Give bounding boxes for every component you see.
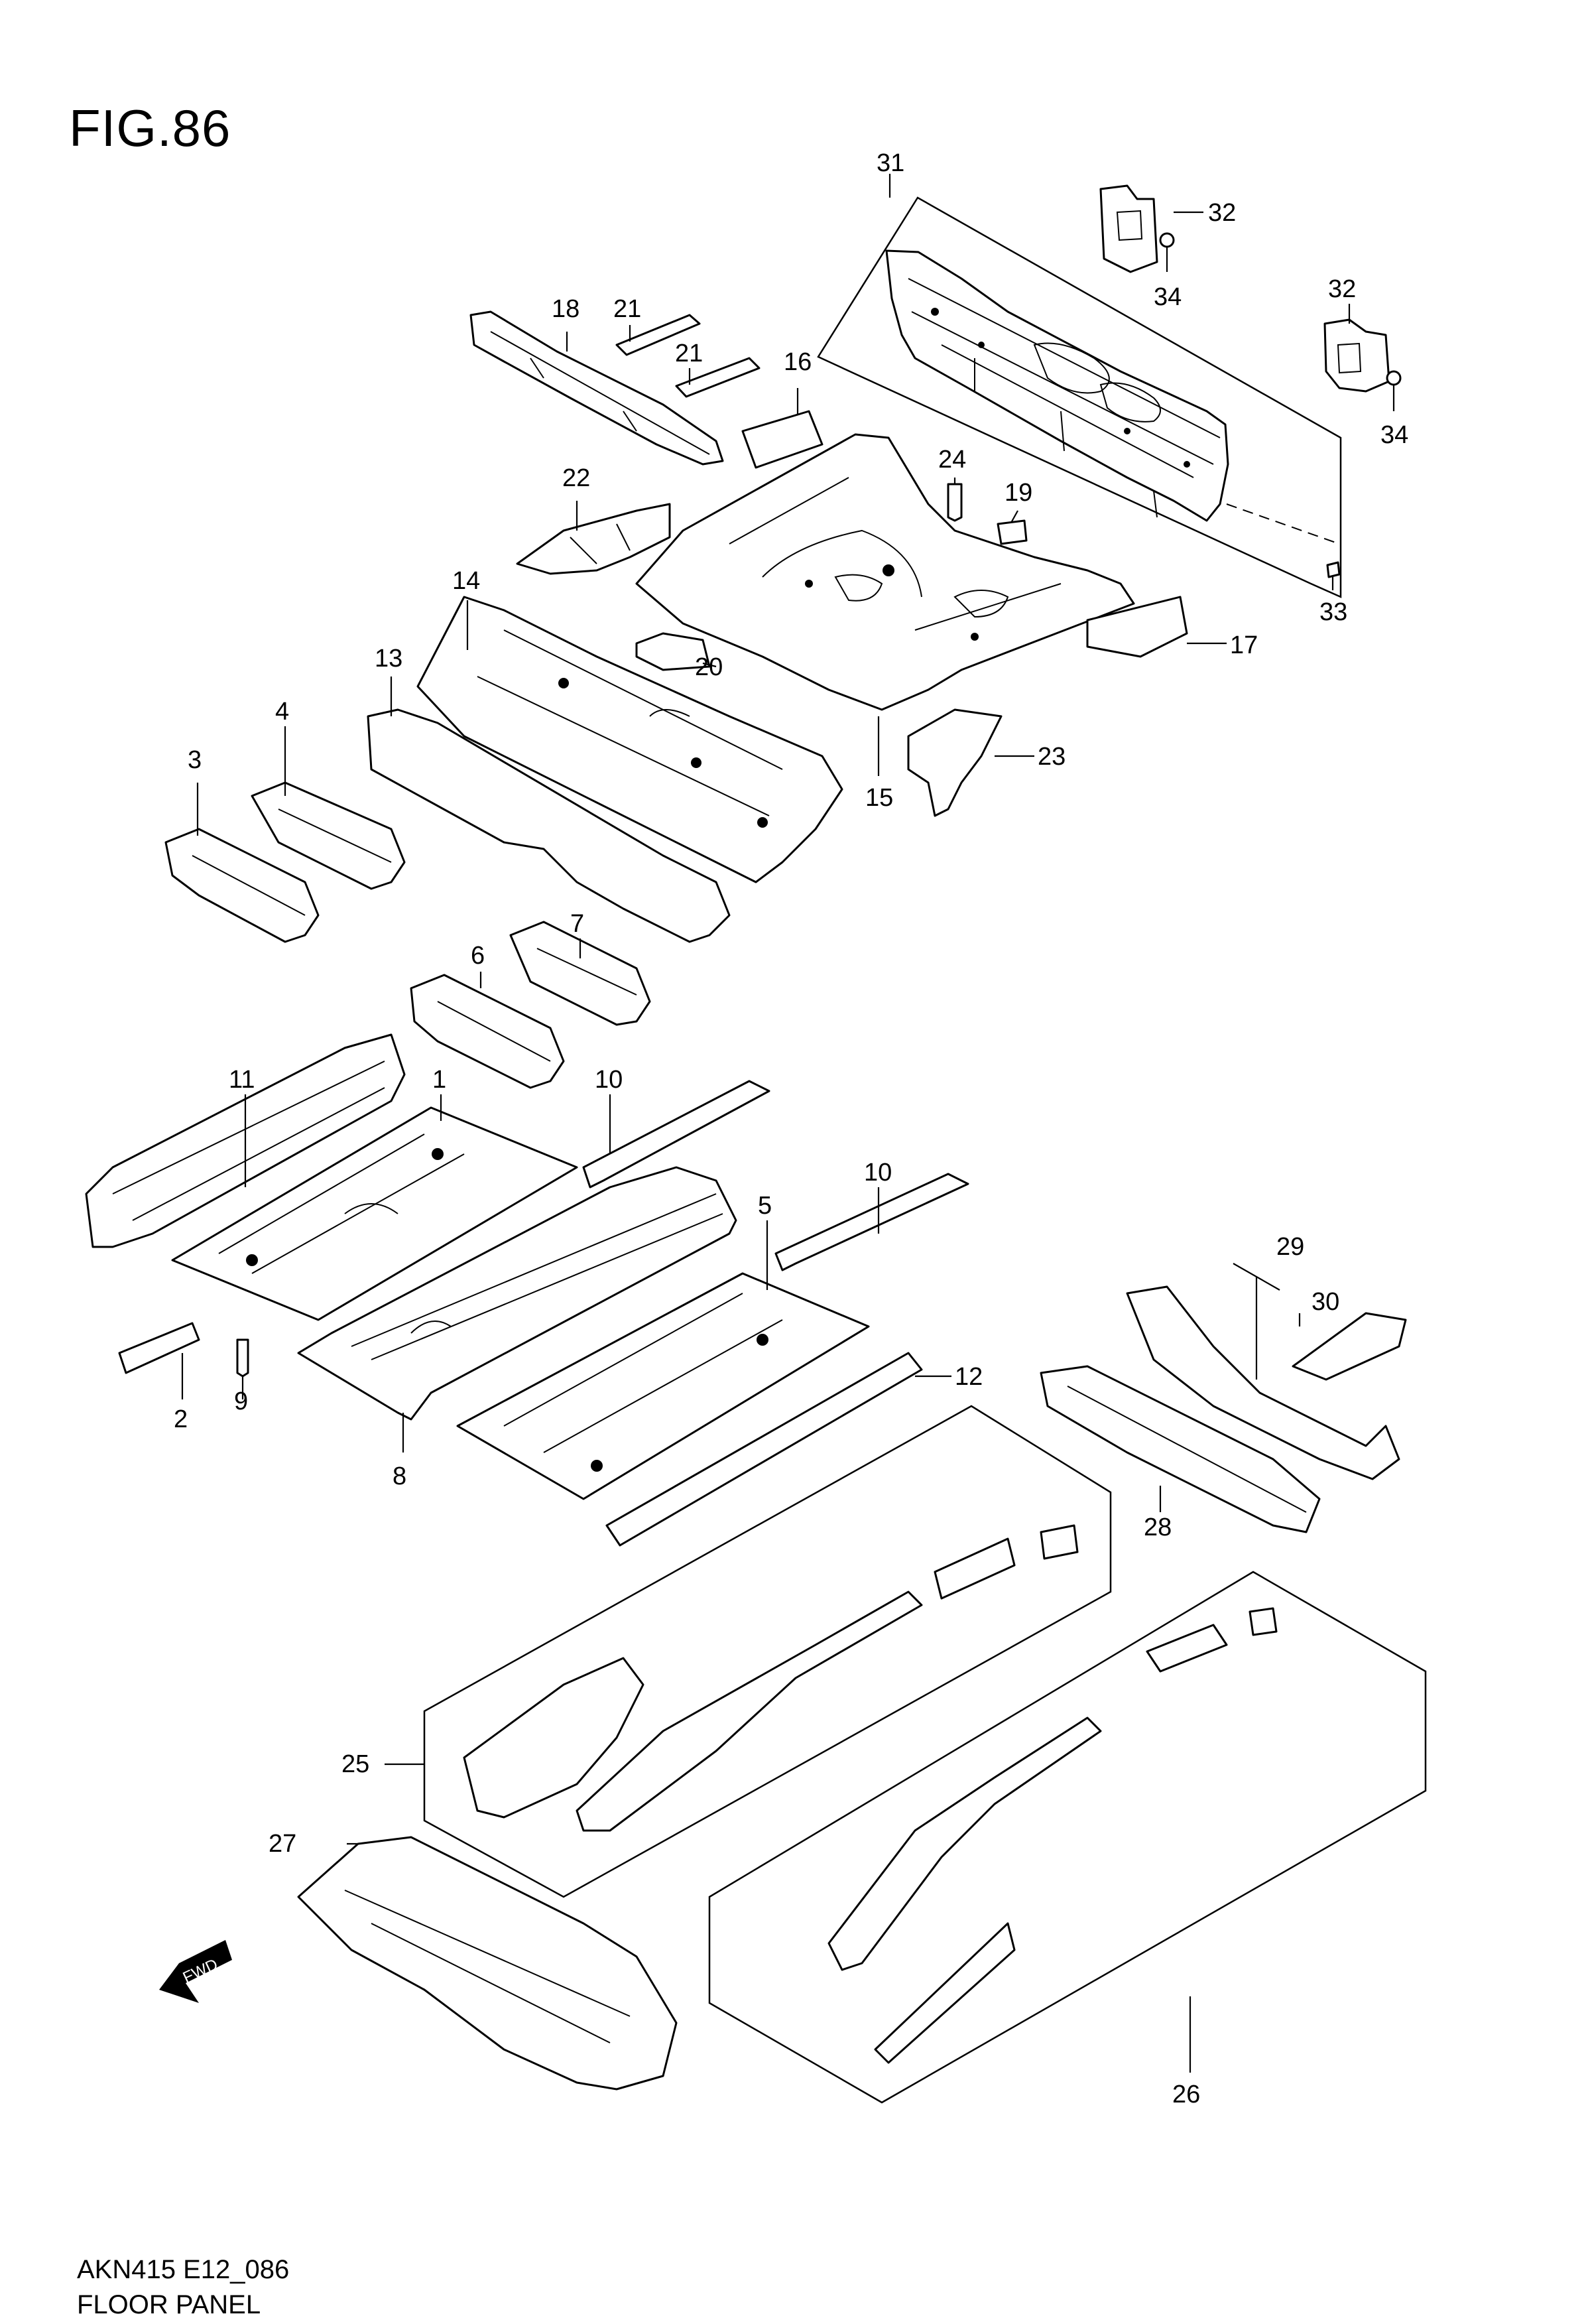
part-26-rear-side-member[interactable] — [827, 1607, 1278, 2064]
part-9-bolt[interactable] — [236, 1338, 249, 1378]
callout-6: 6 — [471, 942, 485, 970]
group-box-26 — [708, 1571, 1427, 2104]
callout-30: 30 — [1312, 1288, 1339, 1316]
leader-lines — [181, 174, 1395, 2073]
callout-18: 18 — [552, 295, 580, 323]
part-10a-rail[interactable] — [582, 1080, 770, 1189]
part-4-cross-member[interactable] — [251, 781, 406, 890]
callout-21b: 21 — [675, 340, 703, 367]
callout-3: 3 — [188, 746, 202, 774]
callout-8: 8 — [393, 1462, 406, 1490]
part-32a-bracket[interactable] — [1099, 184, 1158, 273]
part-14-middle-floor-panel[interactable] — [416, 596, 843, 883]
callout-7: 7 — [570, 910, 584, 938]
callout-1: 1 — [432, 1066, 446, 1094]
part-32b-bracket[interactable] — [1323, 318, 1390, 393]
part-31-rear-cross-member[interactable] — [885, 249, 1229, 522]
part-23-bracket[interactable] — [907, 708, 1003, 817]
part-7-cross-member[interactable] — [509, 921, 651, 1026]
callout-14: 14 — [452, 567, 480, 595]
part-6-cross-member[interactable] — [410, 974, 565, 1089]
callout-34a: 34 — [1154, 283, 1182, 311]
figure-title: FIG.86 — [69, 99, 231, 157]
part-17-bracket[interactable] — [1086, 596, 1188, 658]
part-1-front-floor-panel[interactable] — [171, 1106, 578, 1321]
part-34b-nut[interactable] — [1386, 370, 1402, 386]
callout-9: 9 — [234, 1388, 248, 1415]
part-3-cross-member[interactable] — [164, 828, 320, 943]
part-13-side-panel[interactable] — [367, 708, 731, 943]
callout-labels: 31 32 34 32 34 33 18 21 21 16 22 24 19 1… — [174, 149, 1408, 2108]
callout-33: 33 — [1319, 598, 1347, 626]
callout-26: 26 — [1172, 2081, 1200, 2108]
callout-17: 17 — [1230, 631, 1258, 659]
part-8-tunnel[interactable] — [297, 1166, 737, 1421]
callout-5: 5 — [758, 1192, 772, 1220]
part-10b-rail[interactable] — [774, 1173, 969, 1271]
callout-22: 22 — [562, 464, 590, 492]
part-18-rail[interactable] — [469, 310, 724, 466]
part-19-clip[interactable] — [997, 519, 1028, 545]
part-33-bolt[interactable] — [1326, 561, 1341, 578]
callout-24: 24 — [938, 446, 966, 474]
part-21b-plate[interactable] — [675, 357, 761, 398]
figure-name: FLOOR PANEL — [77, 2290, 261, 2319]
part-28-cross-member[interactable] — [1040, 1365, 1321, 1533]
part-27-rear-member[interactable] — [297, 1836, 678, 2091]
part-5-front-floor-panel[interactable] — [456, 1272, 870, 1500]
figure-code: AKN415 E12_086 — [77, 2255, 290, 2284]
part-30-bracket[interactable] — [1292, 1312, 1407, 1381]
part-24-bolt[interactable] — [947, 483, 963, 522]
part-15-rear-floor-panel[interactable] — [635, 433, 1135, 711]
callout-29: 29 — [1276, 1233, 1304, 1261]
callout-10b: 10 — [864, 1159, 892, 1187]
part-21a-plate[interactable] — [615, 314, 701, 356]
callout-2: 2 — [174, 1405, 188, 1433]
callout-27: 27 — [269, 1830, 296, 1858]
callout-13: 13 — [375, 645, 402, 673]
callout-31: 31 — [877, 149, 904, 177]
callout-10a: 10 — [595, 1066, 623, 1094]
callout-28: 28 — [1144, 1514, 1172, 1541]
callout-12: 12 — [955, 1363, 983, 1391]
part-34a-nut[interactable] — [1159, 232, 1175, 248]
callout-23: 23 — [1038, 743, 1066, 771]
group-box-31 — [817, 196, 1342, 598]
part-29-cross-member[interactable] — [1126, 1285, 1400, 1480]
callout-19: 19 — [1005, 479, 1032, 507]
callout-34b: 34 — [1380, 421, 1408, 449]
part-16-bracket[interactable] — [741, 410, 823, 469]
callout-21a: 21 — [613, 295, 641, 323]
callout-25: 25 — [341, 1750, 369, 1778]
group-box-25 — [423, 1405, 1112, 1898]
part-12-side-sill[interactable] — [605, 1352, 923, 1547]
callout-4: 4 — [275, 698, 289, 726]
callout-16: 16 — [784, 348, 812, 376]
part-25-front-side-member[interactable] — [463, 1524, 1079, 1832]
callout-20: 20 — [695, 653, 723, 681]
callout-15: 15 — [865, 784, 893, 812]
callout-11: 11 — [229, 1066, 255, 1094]
part-20-bracket[interactable] — [635, 632, 711, 671]
part-2-bracket[interactable] — [118, 1322, 200, 1374]
part-22-bracket[interactable] — [516, 503, 671, 575]
callout-32b: 32 — [1328, 275, 1356, 303]
callout-32a: 32 — [1208, 199, 1236, 227]
fwd-arrow-icon: FWD — [159, 1940, 232, 2003]
